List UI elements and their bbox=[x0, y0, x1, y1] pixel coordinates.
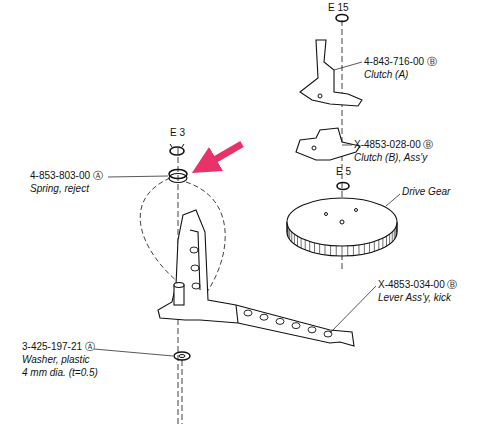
lever-hole bbox=[292, 323, 300, 329]
part-name: Clutch (B), Ass'y bbox=[354, 152, 427, 164]
lever-hole bbox=[308, 327, 316, 333]
gear-tooth bbox=[297, 236, 298, 246]
gear-tooth bbox=[342, 246, 343, 256]
part-number: 4-843-716-00 Ⓑ bbox=[364, 56, 437, 68]
part-name: Clutch (A) bbox=[364, 69, 408, 81]
drive-gear bbox=[287, 198, 397, 256]
gear-tooth bbox=[319, 244, 320, 254]
gear-tooth bbox=[309, 241, 310, 251]
part-name: Spring, reject bbox=[30, 183, 89, 195]
part-name: Drive Gear bbox=[402, 186, 450, 198]
washer bbox=[174, 352, 190, 360]
clutch-b bbox=[296, 128, 360, 160]
gear-tooth bbox=[374, 241, 375, 251]
e-ring bbox=[170, 144, 184, 155]
gear-tooth bbox=[389, 234, 390, 244]
gear-tooth bbox=[289, 229, 290, 239]
gear-tooth bbox=[305, 240, 306, 250]
gear-tooth bbox=[330, 245, 331, 255]
gear-tooth bbox=[358, 245, 359, 255]
part-number: 3-425-197-21 Ⓐ bbox=[22, 341, 95, 353]
part-name: Lever Ass'y, kick bbox=[378, 292, 451, 304]
gear-tooth bbox=[287, 222, 288, 232]
gear-tooth bbox=[325, 245, 326, 255]
lever-hole bbox=[276, 318, 284, 324]
gear-tooth bbox=[386, 236, 387, 246]
gear-tooth bbox=[396, 225, 397, 235]
gear-tooth bbox=[336, 246, 337, 256]
lever-holes bbox=[190, 247, 332, 337]
callout-number: E 5 bbox=[336, 166, 351, 178]
part-number: X-4853-028-00 Ⓑ bbox=[354, 139, 434, 151]
gear-tooth bbox=[382, 238, 383, 248]
part-name: Washer, plastic bbox=[22, 354, 90, 366]
gear-tooth bbox=[364, 244, 365, 254]
part-number: 4-853-803-00 Ⓐ bbox=[30, 170, 103, 182]
part-number: X-4853-034-00 Ⓑ bbox=[378, 279, 458, 291]
gear-tooth bbox=[378, 240, 379, 250]
gear-tooth bbox=[301, 238, 302, 248]
callout-number: E 3 bbox=[170, 127, 185, 139]
lever-hole bbox=[190, 247, 198, 253]
lever-hole bbox=[260, 314, 268, 320]
e-ring bbox=[337, 183, 349, 190]
lever-hole bbox=[192, 283, 200, 289]
e-ring bbox=[336, 15, 348, 22]
gear-tooth bbox=[288, 227, 289, 237]
swing-path bbox=[140, 178, 178, 282]
lever-hole bbox=[244, 310, 252, 316]
leader-line bbox=[94, 62, 400, 356]
gear-tooth bbox=[395, 227, 396, 237]
clutch-a bbox=[300, 40, 362, 106]
gear-tooth bbox=[353, 245, 354, 255]
gear-tooth bbox=[394, 229, 395, 239]
gear-tooth bbox=[369, 243, 370, 253]
callout-number: E 15 bbox=[328, 2, 349, 14]
gear-tooth bbox=[347, 246, 348, 256]
gear-tooth bbox=[314, 243, 315, 253]
spring bbox=[169, 170, 187, 183]
pointer-arrow bbox=[204, 144, 242, 166]
gear-tooth bbox=[392, 232, 393, 242]
gear-tooth bbox=[294, 234, 295, 244]
gear-tooth bbox=[291, 232, 292, 242]
part-name: 4 mm dia. (t=0.5) bbox=[22, 367, 98, 379]
lever-hole bbox=[191, 265, 199, 271]
